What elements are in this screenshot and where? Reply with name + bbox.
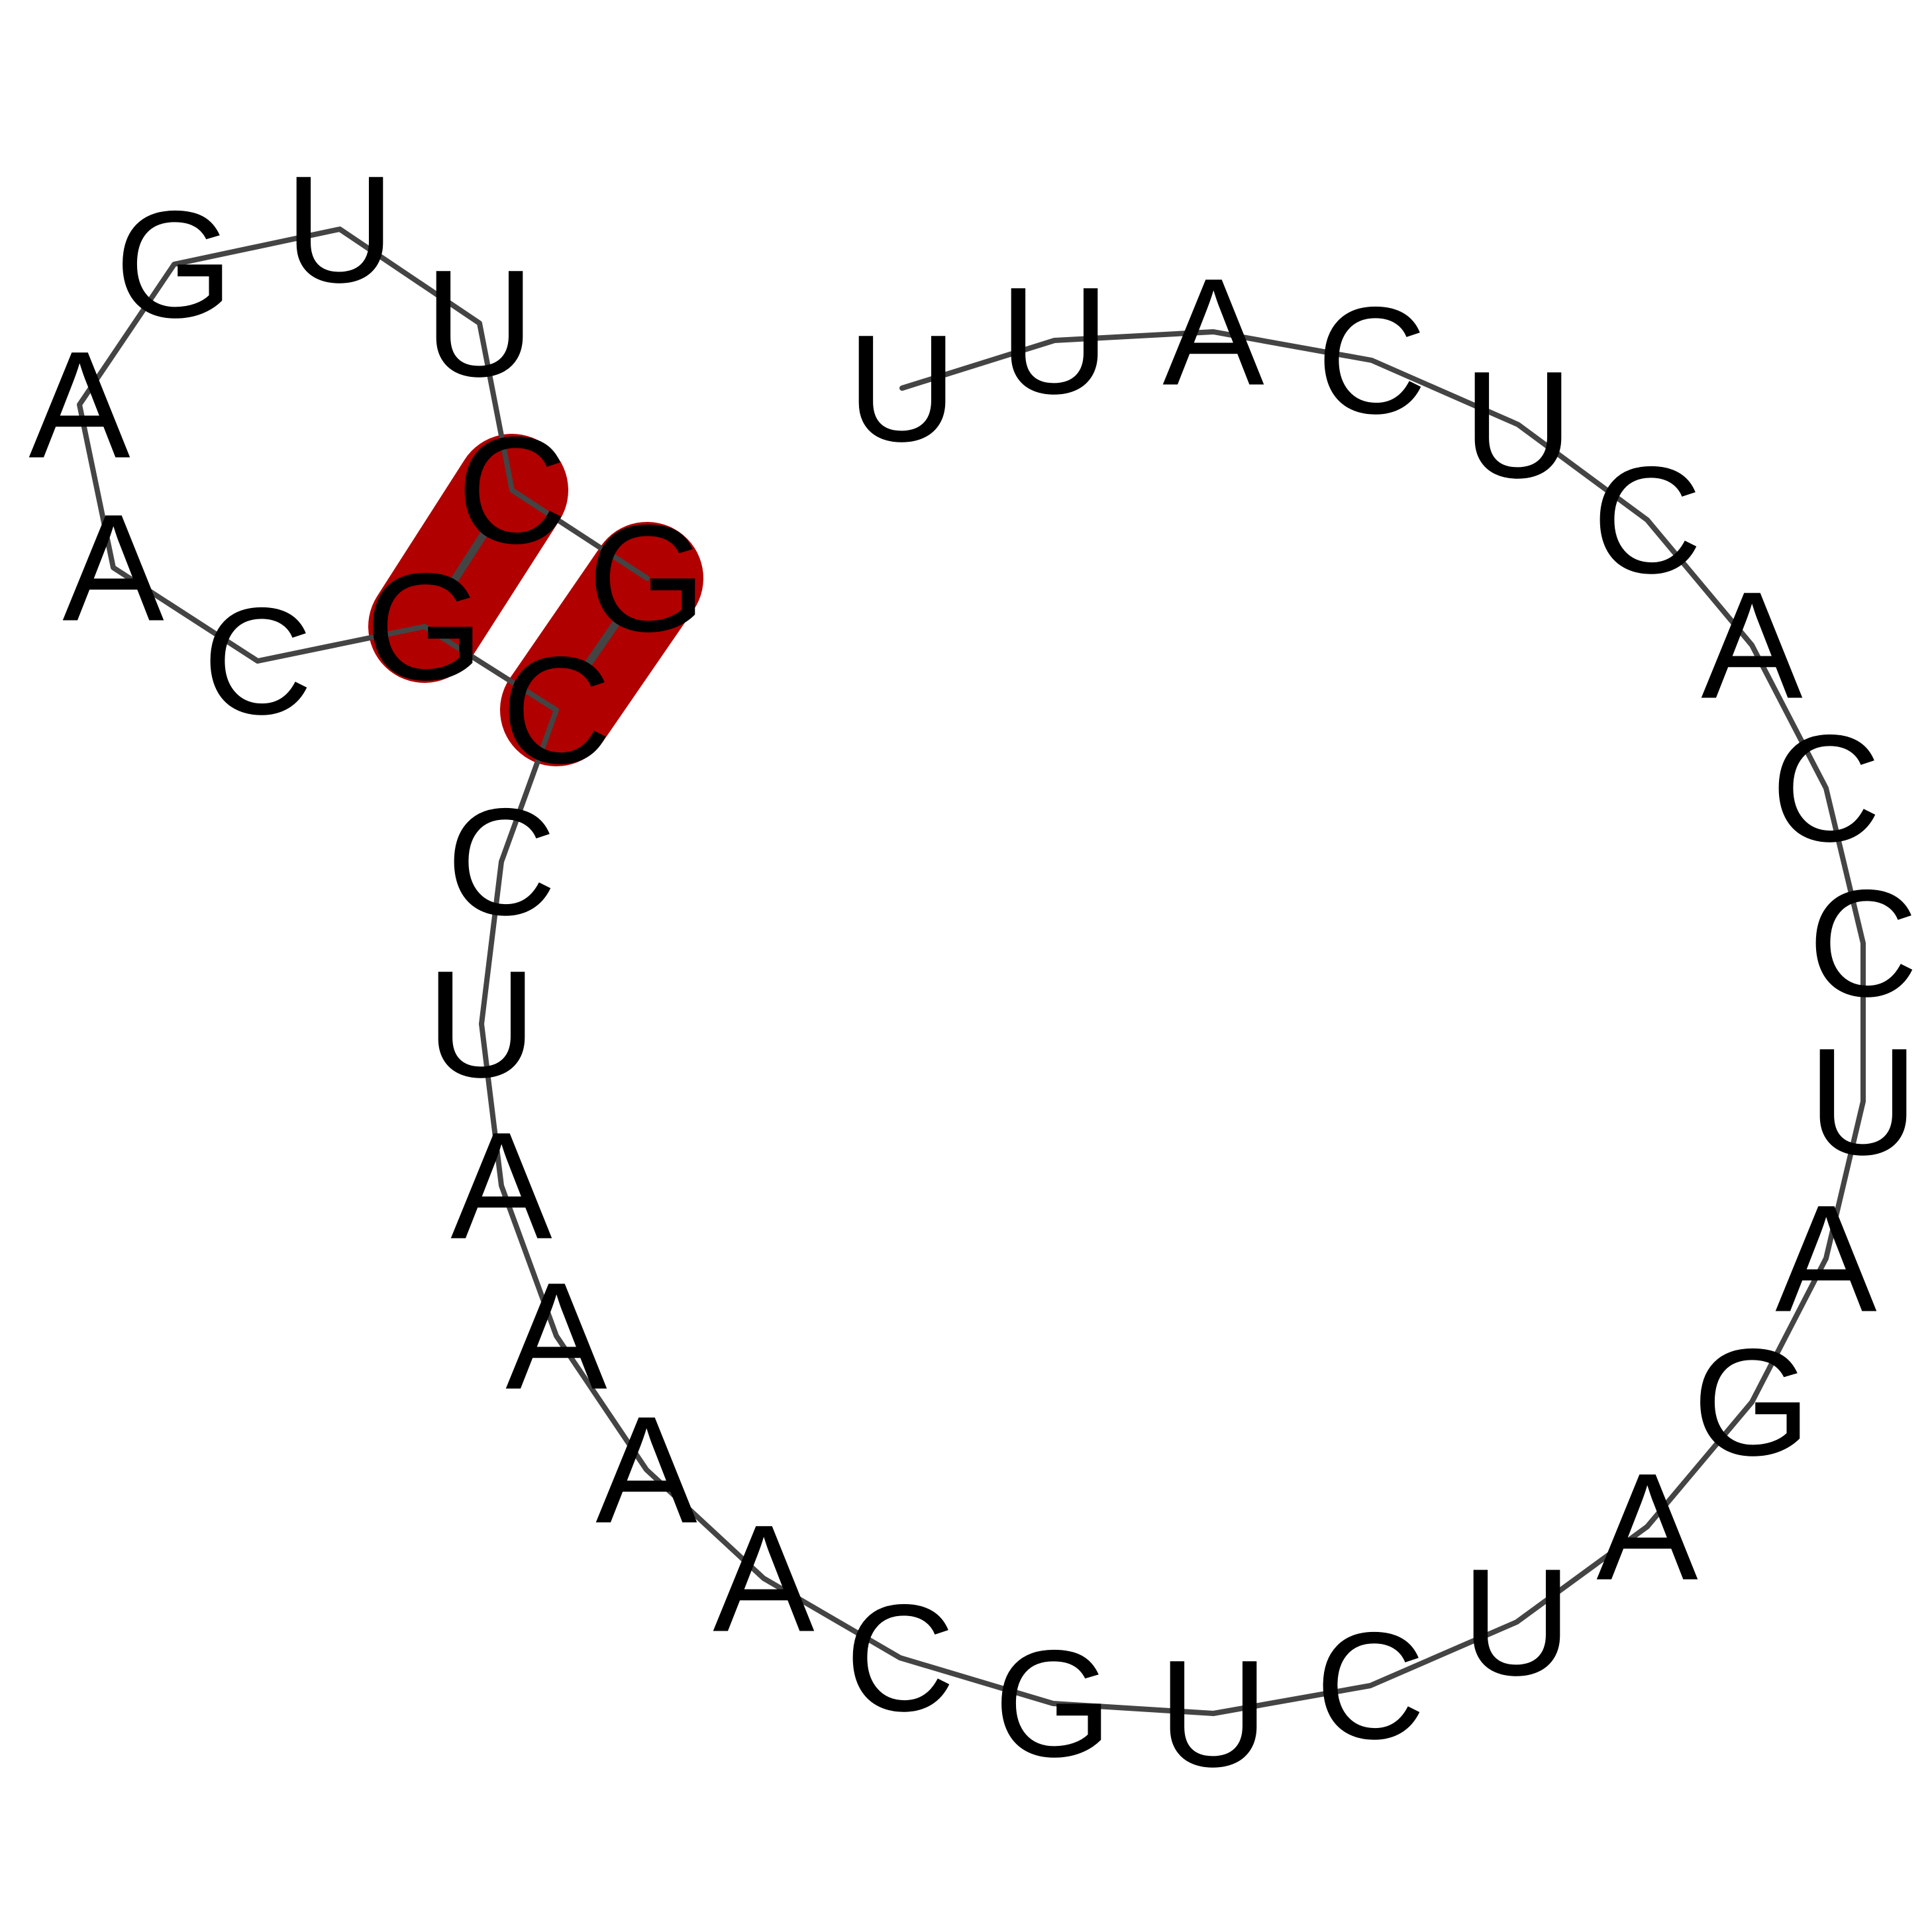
nucleotide-16: U (1158, 1629, 1268, 1799)
nucleotide-24: C (446, 777, 556, 947)
nucleotide-4: C (1317, 276, 1427, 446)
nucleotide-15: C (1315, 1601, 1425, 1771)
backbone-line (77, 227, 1866, 1716)
nucleotide-18: C (845, 1573, 955, 1743)
nucleotide-17: G (994, 1619, 1113, 1789)
nucleotide-2: U (999, 256, 1109, 426)
base-pair-bonds (446, 527, 624, 675)
nucleotide-14: U (1462, 1537, 1572, 1707)
base-pair-bond (446, 527, 490, 590)
nucleotide-29: A (28, 320, 130, 490)
nucleotide-8: C (1771, 703, 1881, 874)
nucleotide-25: C (501, 625, 611, 795)
nucleotide-28: A (62, 483, 164, 653)
nucleotide-13: A (1596, 1442, 1698, 1612)
nucleotide-3: A (1162, 247, 1264, 417)
nucleotide-34: G (588, 493, 707, 664)
nucleotide-19: A (713, 1494, 814, 1664)
nucleotide-21: A (505, 1251, 607, 1421)
nucleotide-1: U (847, 303, 957, 474)
nucleotide-32: U (425, 238, 534, 409)
nucleotide-22: A (450, 1101, 552, 1271)
nucleotide-23: U (427, 939, 536, 1109)
nucleotide-31: U (285, 144, 395, 315)
nucleotide-30: G (115, 179, 234, 350)
base-pair-bond (580, 613, 624, 675)
nucleotide-11: A (1775, 1174, 1876, 1344)
nucleotide-9: C (1808, 858, 1918, 1029)
nucleotide-27: C (203, 576, 313, 746)
nucleotide-26: G (366, 542, 484, 712)
nucleotide-10: U (1808, 1017, 1918, 1187)
nucleotide-5: U (1463, 340, 1573, 510)
base-pair-separator (488, 533, 582, 670)
nucleotide-12: G (1693, 1317, 1811, 1488)
nucleotide-20: A (595, 1385, 697, 1555)
nucleotide-6: C (1592, 435, 1702, 605)
nucleotide-33: C (457, 405, 567, 576)
nucleotide-7: A (1701, 560, 1802, 731)
